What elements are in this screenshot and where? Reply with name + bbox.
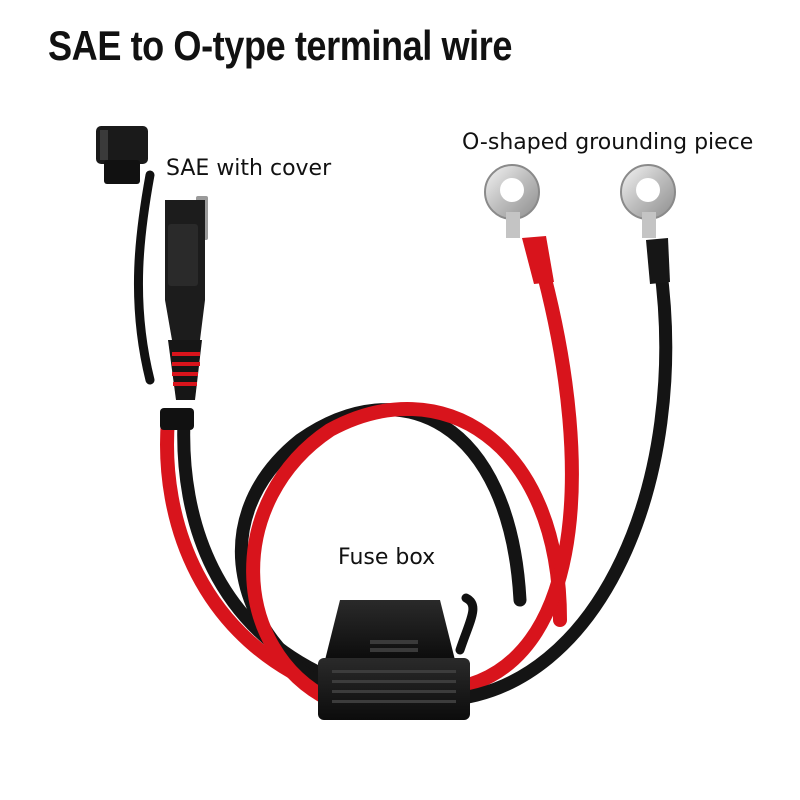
sae-connector [165,196,208,400]
label-fuse-box: Fuse box [338,545,436,570]
red-wire-to-ring [433,253,579,697]
label-o-shaped-grounding-piece: O-shaped grounding piece [462,130,754,155]
page-title: SAE to O-type terminal wire [48,22,513,69]
sae-cover-cap [96,126,155,385]
label-sae-with-cover: SAE with cover [166,156,332,181]
fuse-box [318,593,478,720]
red-ring-terminal [484,164,554,284]
black-wire-to-ring [438,258,673,707]
red-wire-loop [246,402,567,707]
wire-tie-clip [160,408,194,430]
black-ring-terminal [620,164,676,284]
